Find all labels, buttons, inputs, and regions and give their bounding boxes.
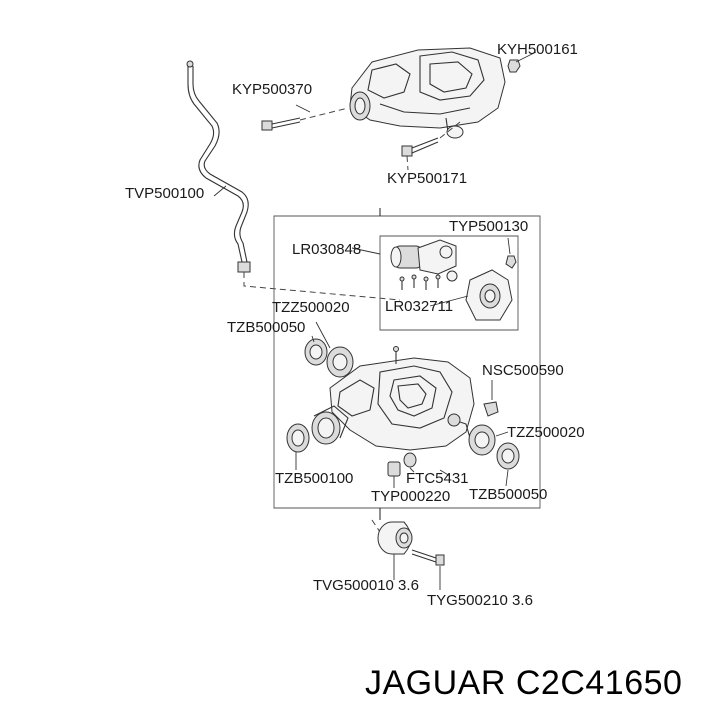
- bolt-kyp500370: [261, 104, 349, 131]
- part-number: C2C41650: [515, 664, 683, 702]
- label-typ000220: TYP000220: [371, 488, 451, 505]
- label-tzb500100: TZB500100: [275, 470, 354, 487]
- bolt-kyh500161: [507, 51, 537, 73]
- actuator-subassembly: [379, 235, 519, 331]
- label-ftc5431: FTC5431: [406, 470, 469, 487]
- bolt-kyp500171: [401, 121, 461, 171]
- label-tzz500020-right: TZZ500020: [507, 424, 585, 441]
- assembly-frame: [273, 208, 541, 533]
- label-tzz500020-left: TZZ500020: [272, 299, 350, 316]
- bushing-tvg500010: [377, 521, 413, 580]
- label-kyp500171: KYP500171: [387, 170, 468, 187]
- lower-differential-housing: [311, 346, 475, 451]
- footer-caption: JAGUAR C2C41650: [365, 665, 682, 701]
- plug-ftc5431: [403, 452, 417, 473]
- plug-typ000220: [387, 461, 401, 488]
- label-kyh500161: KYH500161: [497, 41, 578, 58]
- label-tzb500050-left: TZB500050: [227, 319, 306, 336]
- actuator-screws: [399, 274, 441, 290]
- seal-tzb500050-right: [496, 442, 520, 487]
- label-lr032711: LR032711: [385, 298, 454, 315]
- label-tvg500010: TVG500010 3.6: [313, 577, 419, 594]
- label-tzb500050-right: TZB500050: [469, 486, 548, 503]
- label-nsc500590: NSC500590: [482, 362, 564, 379]
- seal-tzb500100: [286, 423, 310, 470]
- sensor-nsc500590: [483, 380, 499, 417]
- bolt-tyg500210: [411, 549, 445, 590]
- seal-tzz500020-right: [468, 424, 509, 456]
- label-tvp500100: TVP500100: [125, 185, 205, 202]
- leader-lines: [311, 247, 469, 477]
- label-typ500130: TYP500130: [449, 218, 529, 235]
- brand-name: JAGUAR: [365, 664, 506, 702]
- label-kyp500370: KYP500370: [232, 81, 313, 98]
- label-tyg500210: TYG500210 3.6: [427, 592, 533, 609]
- seal-tzb500050-left: [304, 338, 328, 366]
- seal-tzz500020-left: [326, 346, 354, 378]
- upper-differential-housing: [349, 47, 506, 139]
- vent-tube-tvp500100: [186, 60, 401, 301]
- label-lr030848: LR030848: [292, 241, 362, 258]
